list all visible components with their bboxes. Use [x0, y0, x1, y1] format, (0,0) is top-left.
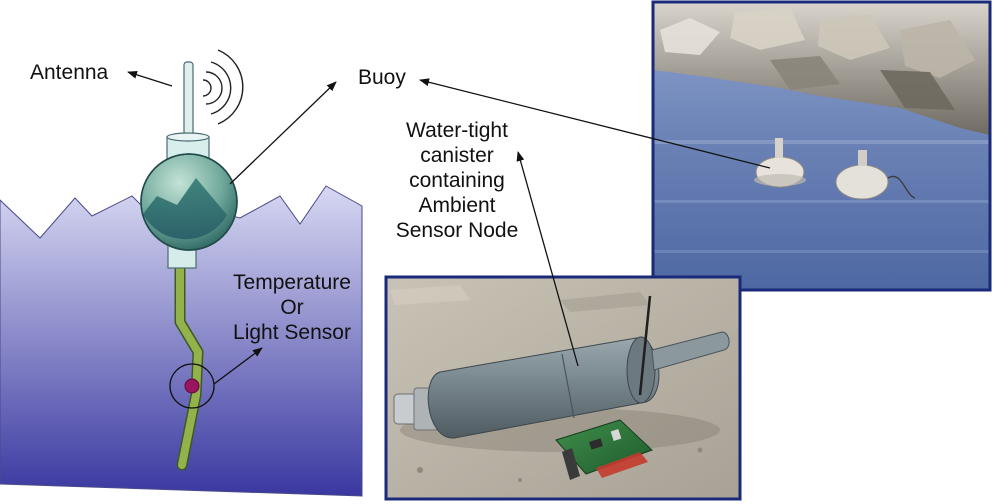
- sensor-dot-icon: [184, 378, 200, 394]
- antenna-label: Antenna: [30, 61, 109, 84]
- buoy-arrow-right: [419, 78, 771, 169]
- canister-label: Water-tight canister containing Ambient …: [372, 118, 542, 243]
- sensor-arrow: [213, 347, 263, 385]
- sensor-label: Temperature Or Light Sensor: [212, 270, 372, 345]
- water-body: [0, 185, 363, 497]
- canister-label-line: containing: [409, 169, 505, 192]
- sensor-highlight-ring: [169, 363, 215, 409]
- canister-label-line: canister: [420, 144, 494, 167]
- sensor-label-line: Temperature: [233, 271, 351, 294]
- pond-photo: [651, 0, 992, 292]
- canister-label-line: Ambient: [418, 194, 496, 217]
- sensor-label-line: Light Sensor: [233, 321, 351, 344]
- buoy-arrow-left: [229, 81, 337, 185]
- canister-arrow: [516, 151, 579, 367]
- canister-label-line: Water-tight: [406, 119, 508, 142]
- antenna-rod: [183, 61, 194, 143]
- antenna-arrow: [127, 70, 173, 87]
- canister-label-line: Sensor Node: [395, 219, 519, 242]
- canister-photo: [384, 275, 742, 501]
- radio-waves-icon: [202, 49, 244, 125]
- buoy-label: Buoy: [358, 66, 406, 89]
- sensor-label-line: Or: [280, 296, 304, 319]
